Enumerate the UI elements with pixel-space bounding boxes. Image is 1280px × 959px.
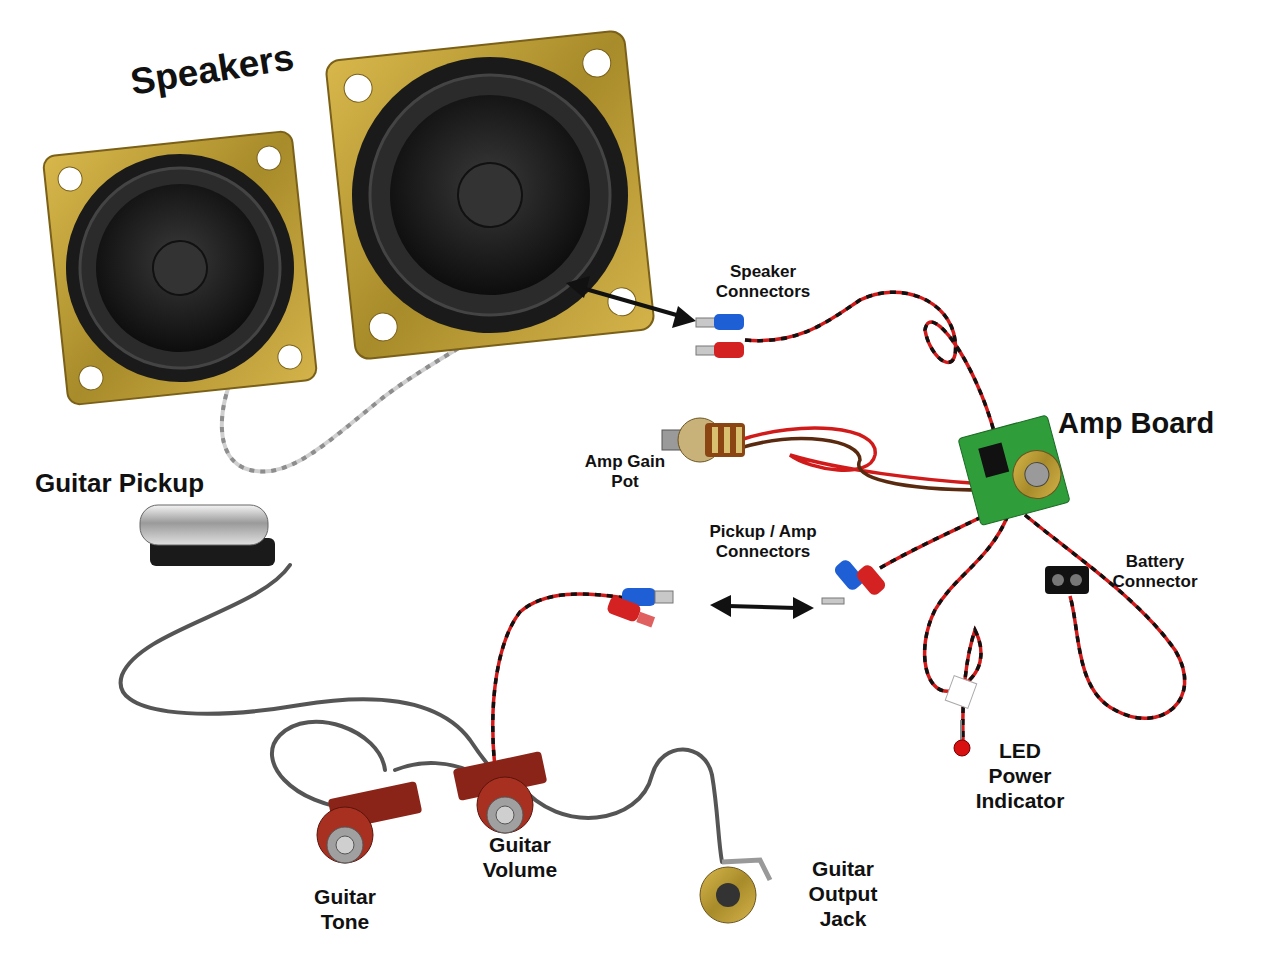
part-label: Amp Board xyxy=(1058,406,1214,441)
speaker xyxy=(325,30,655,360)
part-label: Guitar Output Jack xyxy=(793,856,893,932)
battery-connector xyxy=(1052,574,1064,586)
guitar-pickup xyxy=(140,505,268,545)
potentiometer xyxy=(712,427,718,453)
female-connector xyxy=(655,591,673,603)
twisted-wire xyxy=(925,515,1008,740)
amp-board xyxy=(958,415,1070,526)
spade-connector xyxy=(696,346,716,355)
amp-board xyxy=(978,443,1009,478)
spade-connector xyxy=(696,314,744,358)
potentiometer xyxy=(477,777,533,833)
double-arrow xyxy=(672,306,696,328)
potentiometer xyxy=(317,781,422,863)
double-arrow xyxy=(710,595,814,619)
female-connector xyxy=(606,588,673,627)
guitar-cable xyxy=(121,565,494,772)
potentiometer xyxy=(705,423,745,457)
potentiometer xyxy=(736,427,742,453)
spade-connector xyxy=(696,318,716,327)
speaker xyxy=(343,73,374,104)
speaker xyxy=(57,166,83,192)
amp-board xyxy=(1022,460,1051,489)
double-arrow xyxy=(793,597,814,619)
part-label: Speaker Connectors xyxy=(693,262,833,303)
speaker xyxy=(277,344,303,370)
part-label: Pickup / Amp Connectors xyxy=(678,522,848,563)
speaker xyxy=(70,158,290,378)
twisted-wire xyxy=(493,594,625,768)
twisted-wire xyxy=(493,594,625,768)
guitar-cable xyxy=(121,565,722,862)
output-jack xyxy=(700,867,756,923)
speaker xyxy=(78,365,104,391)
double-arrow xyxy=(566,276,696,328)
male-connector xyxy=(822,558,888,604)
part-label: Guitar Pickup xyxy=(35,468,204,499)
female-connector xyxy=(606,595,642,623)
potentiometer xyxy=(453,751,548,833)
double-arrow xyxy=(728,606,796,608)
output-jack xyxy=(700,860,770,923)
spade-connector xyxy=(714,314,744,330)
potentiometer xyxy=(327,827,363,863)
battery-connector xyxy=(1045,566,1089,594)
potentiometer xyxy=(724,427,730,453)
twisted-wire xyxy=(740,428,985,484)
speaker xyxy=(43,131,318,406)
spade-connector xyxy=(714,342,744,358)
speaker xyxy=(150,238,209,297)
guitar-pickup xyxy=(140,505,275,566)
potentiometer xyxy=(317,807,373,863)
part-label: Guitar Tone xyxy=(295,884,395,934)
part-label: Guitar Volume xyxy=(465,832,575,882)
speaker xyxy=(455,160,525,230)
speaker xyxy=(358,63,622,327)
led xyxy=(945,676,976,756)
double-arrow xyxy=(566,276,590,298)
potentiometer xyxy=(336,836,354,854)
speaker xyxy=(368,311,399,342)
twisted-wire xyxy=(493,292,1185,768)
twisted-wire xyxy=(740,439,985,490)
output-jack xyxy=(716,883,740,907)
speaker xyxy=(380,85,600,305)
double-arrow xyxy=(710,595,731,617)
speaker xyxy=(338,43,641,346)
amp-board xyxy=(1008,445,1067,504)
battery-connector xyxy=(1070,574,1082,586)
part-label: Battery Connector xyxy=(1090,552,1220,593)
speaker xyxy=(256,145,282,171)
part-label: LED Power Indicator xyxy=(965,738,1075,814)
twisted-wire xyxy=(1025,515,1185,718)
male-connector xyxy=(822,598,844,604)
potentiometer xyxy=(487,797,523,833)
led xyxy=(954,740,970,756)
amp-board xyxy=(958,415,1070,526)
speaker xyxy=(55,143,306,394)
led xyxy=(945,676,976,709)
potentiometer xyxy=(496,806,514,824)
double-arrow xyxy=(582,288,680,316)
part-label: Speakers xyxy=(128,35,297,105)
led xyxy=(960,720,962,742)
potentiometer xyxy=(662,418,745,462)
twisted-wire xyxy=(1025,515,1185,718)
twisted-wire xyxy=(745,292,995,435)
twisted-wire xyxy=(745,292,995,435)
male-connector xyxy=(854,563,887,598)
part-label: Amp Gain Pot xyxy=(575,452,675,493)
speaker xyxy=(581,48,612,79)
female-connector xyxy=(636,612,655,628)
battery-connector xyxy=(1045,566,1089,594)
speaker xyxy=(43,131,318,406)
twisted-wire xyxy=(925,515,1008,740)
speaker xyxy=(325,30,655,360)
speaker xyxy=(88,176,273,361)
